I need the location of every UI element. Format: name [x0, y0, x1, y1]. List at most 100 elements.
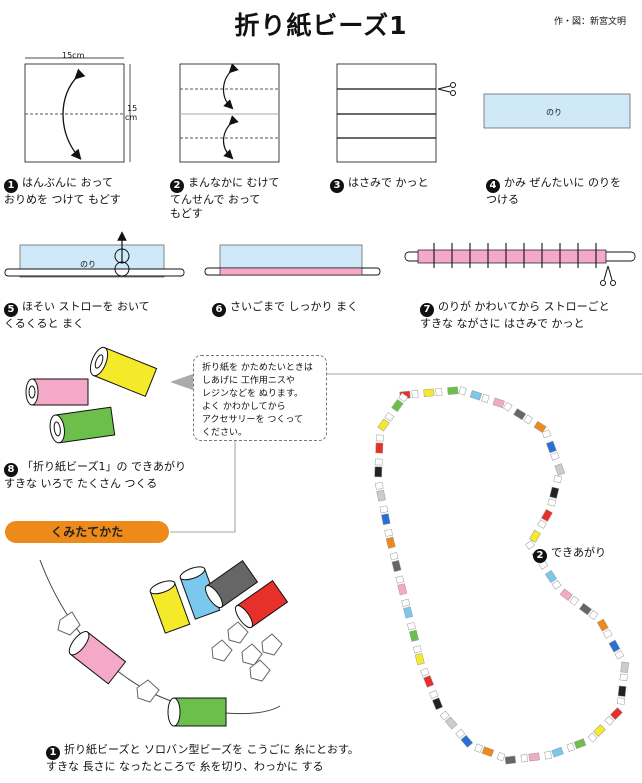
necklace-spacer-bead: [616, 697, 626, 705]
necklace-spacer-bead: [544, 751, 552, 760]
necklace-paper-bead: [414, 653, 425, 666]
necklace-paper-bead: [423, 388, 435, 398]
assembly-2-number: 2: [533, 549, 547, 563]
necklace-paper-bead: [610, 707, 623, 720]
height-unit: cm: [125, 113, 138, 122]
necklace-spacer-bead: [604, 715, 615, 726]
necklace-paper-bead: [620, 661, 630, 673]
step-3-text: はさみで かっと: [348, 176, 429, 189]
necklace-paper-bead: [529, 529, 541, 543]
assembly-1-number: 1: [46, 746, 60, 760]
step4-strip: [483, 93, 631, 129]
necklace-spacer-bead: [411, 390, 419, 399]
necklace-paper-bead: [432, 697, 443, 710]
step-7-number: 7: [420, 303, 434, 317]
necklace-paper-bead: [513, 408, 527, 421]
necklace-paper-bead: [444, 716, 458, 730]
step-6-text: さいごまで しっかり まく: [230, 300, 358, 313]
step-1-text: はんぶんに おって おりめを つけて もどす: [4, 176, 121, 206]
necklace-paper-bead: [544, 570, 558, 583]
step-8-text: 「折り紙ビーズ1」の できあがり すきな いろで たくさん つくる: [4, 460, 186, 490]
step3-diagram: [336, 63, 456, 163]
necklace-spacer-bead: [374, 458, 383, 466]
step7-diagram: [404, 243, 636, 286]
necklace-spacer-bead: [547, 498, 557, 507]
necklace-paper-bead: [481, 746, 495, 758]
necklace-paper-bead: [377, 418, 390, 432]
necklace-spacer-bead: [537, 519, 547, 529]
necklace-paper-bead: [617, 685, 627, 697]
necklace-spacer-bead: [420, 667, 430, 677]
necklace-spacer-bead: [407, 622, 416, 631]
step-8-number: 8: [4, 463, 18, 477]
necklace-spacer-bead: [398, 392, 409, 403]
necklace-paper-bead: [409, 629, 419, 642]
step8-beads: [25, 346, 158, 444]
necklace-spacer-bead: [569, 595, 580, 606]
necklace-paper-bead: [423, 675, 435, 688]
necklace-spacer-bead: [375, 434, 384, 442]
necklace-spacer-bead: [520, 754, 528, 763]
step5-diagram: [4, 231, 185, 278]
necklace-paper-bead: [554, 463, 566, 476]
necklace: [374, 386, 630, 765]
step-2-text: まんなかに むけて てんせんで おって もどす: [170, 176, 280, 220]
necklace-spacer-bead: [474, 743, 483, 753]
necklace-paper-bead: [469, 390, 483, 401]
necklace-paper-bead: [391, 399, 404, 413]
necklace-paper-bead: [608, 639, 621, 653]
necklace-spacer-bead: [481, 393, 490, 404]
step-4-number: 4: [486, 179, 500, 193]
necklace-paper-bead: [579, 602, 592, 616]
necklace-paper-bead: [596, 618, 609, 632]
necklace-paper-bead: [492, 397, 505, 409]
necklace-spacer-bead: [379, 505, 389, 514]
step-1-number: 1: [4, 179, 18, 193]
necklace-paper-bead: [375, 442, 384, 454]
glue-label-step4: のり: [546, 108, 562, 117]
necklace-spacer-bead: [389, 552, 399, 561]
assembly-1-text: 折り紙ビーズと ソロバン型ビーズを こうごに 糸にとおす。 すきな 長さに なっ…: [46, 743, 359, 773]
necklace-spacer-bead: [550, 451, 560, 461]
credit: 作・図：新宮文明: [553, 17, 626, 27]
necklace-paper-bead: [546, 440, 557, 454]
section-banner: くみたてかた: [5, 521, 169, 543]
tip-bubble: 折り紙を かためたいときは しあげに 工作用ニスや レジンなどを ぬります。 よ…: [193, 355, 327, 441]
page-title: 折り紙ビーズ1: [234, 11, 408, 40]
bubble-pointer: [170, 374, 193, 390]
necklace-paper-bead: [391, 559, 402, 573]
width-label: 15cm: [62, 51, 85, 60]
step-4-text: かみ ぜんたいに のりを つける: [486, 176, 621, 206]
necklace-spacer-bead: [587, 732, 598, 743]
necklace-paper-bead: [528, 752, 540, 762]
necklace-paper-bead: [397, 583, 408, 596]
necklace-spacer-bead: [566, 742, 576, 752]
necklace-spacer-bead: [551, 580, 562, 590]
step-6-number: 6: [212, 303, 226, 317]
necklace-spacer-bead: [412, 645, 422, 654]
assembly-2-text: できあがり: [551, 546, 606, 559]
scissors-icon: [437, 82, 456, 96]
assembly-2-caption: 2 できあがり: [533, 546, 606, 563]
step-5-text: ほそい ストローを おいて くるくると まく: [4, 300, 150, 330]
step-6-caption: 6 さいごまで しっかり まく: [212, 300, 358, 317]
necklace-spacer-bead: [401, 598, 411, 607]
step2-diagram: [179, 63, 280, 163]
necklace-spacer-bead: [553, 475, 563, 484]
necklace-paper-bead: [573, 738, 587, 750]
necklace-spacer-bead: [429, 690, 439, 699]
necklace-spacer-bead: [588, 610, 599, 621]
step6-diagram: [204, 244, 381, 276]
step-7-text: のりが かわいてから ストローごと すきな ながさに はさみで かっと: [420, 300, 610, 330]
necklace-paper-bead: [504, 755, 517, 765]
necklace-spacer-bead: [384, 412, 395, 422]
necklace-spacer-bead: [602, 629, 613, 639]
step-8-caption: 8「折り紙ビーズ1」の できあがり すきな いろで たくさん つくる: [4, 460, 186, 491]
assembly-diagram: [39, 559, 281, 727]
